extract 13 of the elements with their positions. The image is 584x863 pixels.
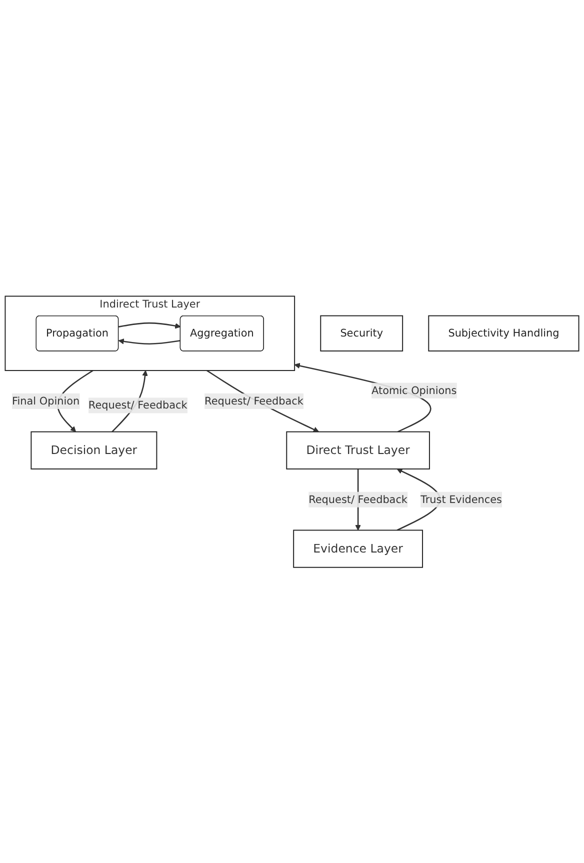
edge-label: Trust Evidences <box>420 492 502 506</box>
arrow <box>118 322 181 328</box>
edge-label: Request/ Feedback <box>204 394 304 407</box>
node-box: Subjectivity Handling <box>428 314 580 352</box>
node-box: Direct Trust Layer <box>286 431 430 470</box>
edge-label: Final Opinion <box>12 394 80 407</box>
node-box: Security <box>320 314 404 352</box>
edge-label: Request/ Feedback <box>88 398 188 412</box>
arrow <box>118 338 181 344</box>
node-box: Decision Layer <box>30 431 158 470</box>
edge-label: Request/ Feedback <box>308 492 408 506</box>
edge-label: Atomic Opinions <box>372 384 457 396</box>
node-box: Evidence Layer <box>293 529 423 568</box>
